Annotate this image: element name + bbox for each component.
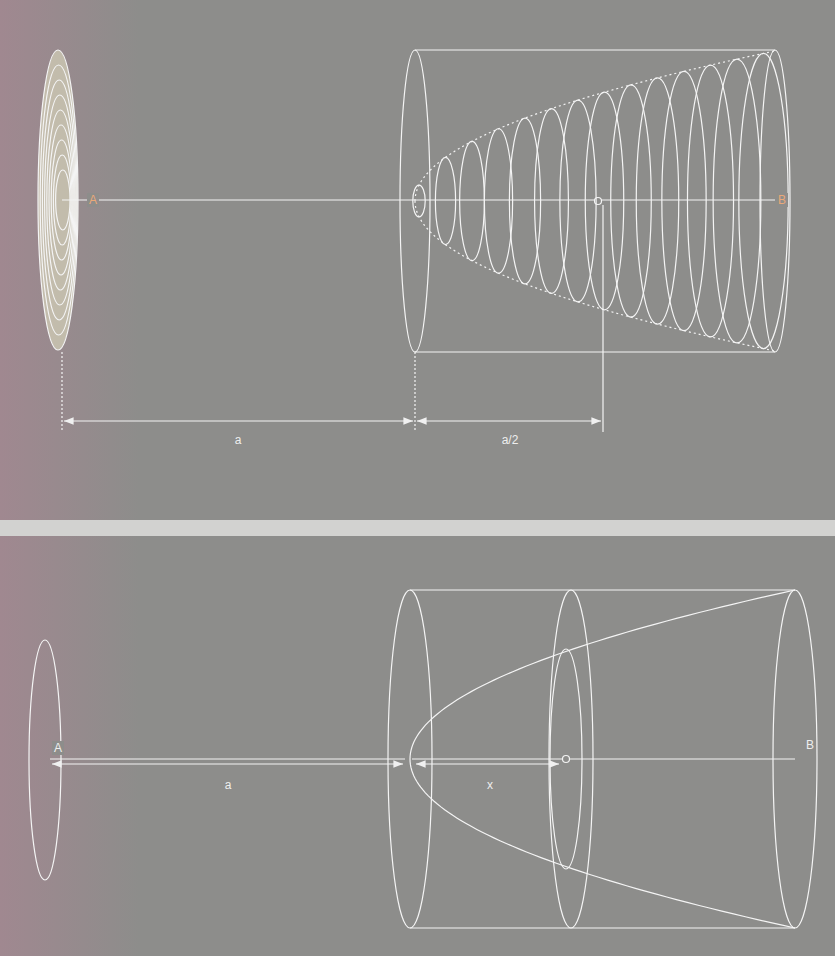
mirror-ring xyxy=(56,170,70,230)
paraboloid-ring xyxy=(413,185,425,217)
extension-line xyxy=(414,352,415,432)
point-label: B xyxy=(776,193,788,207)
panel-divider xyxy=(0,520,835,536)
dimension-line xyxy=(52,763,403,764)
dimension-line xyxy=(416,763,559,764)
paraboloid-ring xyxy=(585,92,623,310)
panel-tint xyxy=(0,536,140,956)
mirror-ring xyxy=(47,110,74,290)
paraboloid-outline xyxy=(415,51,775,201)
mirror-disk xyxy=(38,50,78,350)
axis-line xyxy=(412,758,795,759)
extension-line xyxy=(602,205,603,432)
paraboloid-ring xyxy=(713,59,761,343)
mirror-ring xyxy=(42,80,76,320)
paraboloid-ring xyxy=(636,78,678,324)
paraboloid-ring xyxy=(560,100,596,302)
mirror-ring xyxy=(49,125,73,275)
point-label: A xyxy=(52,741,64,755)
paraboloid-ring xyxy=(662,71,706,330)
paraboloid-ring xyxy=(611,85,652,317)
axis-line xyxy=(50,758,405,759)
mirror-ring xyxy=(40,65,77,335)
point-label: a xyxy=(233,433,244,447)
paraboloid-ring xyxy=(484,129,512,273)
panel-tint xyxy=(0,0,140,520)
dimension-line xyxy=(417,420,601,421)
focus-point xyxy=(563,756,570,763)
point-label: B xyxy=(804,738,816,752)
mirror-ring xyxy=(51,140,72,260)
axis-line xyxy=(62,199,775,200)
cylinder-edge xyxy=(410,589,795,590)
point-label: a xyxy=(223,778,234,792)
bottom-panel xyxy=(0,536,835,956)
paraboloid-ring xyxy=(535,109,569,294)
paraboloid-ring xyxy=(687,65,733,337)
extension-line xyxy=(61,352,62,432)
point-label: A xyxy=(87,193,99,207)
top-figure xyxy=(38,50,790,432)
paraboloid-ring xyxy=(739,53,788,348)
mirror-ring xyxy=(45,95,75,305)
cylinder-edge xyxy=(415,351,775,352)
cylinder-end xyxy=(760,50,790,352)
parabola-curve xyxy=(410,590,795,928)
mirror-ring xyxy=(53,155,71,245)
point-label: x xyxy=(485,778,495,792)
mirror-disk xyxy=(29,640,61,880)
bottom-figure xyxy=(29,590,817,928)
top-panel xyxy=(0,0,835,520)
point-label: a/2 xyxy=(500,433,521,447)
paraboloid-ring xyxy=(460,141,485,260)
dimension-line xyxy=(64,420,413,421)
paraboloid-ring xyxy=(509,118,540,284)
cylinder-edge xyxy=(415,49,775,50)
paraboloid-ring xyxy=(435,157,455,244)
paraboloid-outline xyxy=(415,201,775,351)
cylinder-edge xyxy=(410,927,795,928)
